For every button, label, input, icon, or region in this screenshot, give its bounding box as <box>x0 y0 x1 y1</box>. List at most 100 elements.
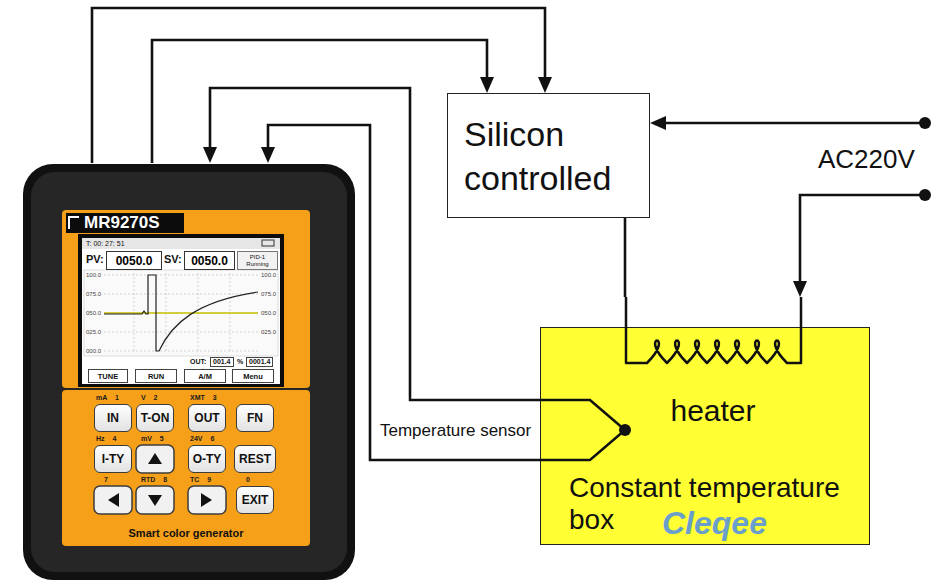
node-text: OUT <box>194 411 219 425</box>
label-holder: 100.0 <box>86 272 101 279</box>
brand-tab <box>66 213 184 233</box>
arrow-head <box>261 147 275 163</box>
output-value: 001.4 <box>210 357 234 367</box>
terminal-dot <box>919 189 931 201</box>
wire-line <box>666 122 925 125</box>
wire-connector <box>793 195 925 297</box>
key-button: OUT <box>188 404 226 432</box>
node-text: Temperature sensor <box>380 420 531 442</box>
terminal-dot <box>919 117 931 129</box>
label-holder: RTD 8 <box>141 476 167 484</box>
label-holder: % <box>237 358 243 366</box>
wire-connector <box>650 116 925 130</box>
screen-panel <box>62 210 310 388</box>
heater-coil <box>626 297 801 363</box>
key-button: EXIT <box>236 486 274 514</box>
process-trace <box>104 275 258 351</box>
axis-value: 075.0 <box>86 291 101 298</box>
axis-value: 075.0 <box>261 291 276 298</box>
node-text: RUN <box>148 372 164 381</box>
node-text: A/M <box>198 372 212 381</box>
label-holder: mA 1 <box>96 394 119 402</box>
label-holder: V 2 <box>141 394 158 402</box>
up-key <box>136 445 174 473</box>
label-holder: 100.0 <box>261 272 276 279</box>
node-text: IN <box>107 411 119 425</box>
brand-icon <box>69 217 79 229</box>
field-label: OUT: <box>190 358 206 366</box>
status-bar <box>82 238 280 249</box>
key-button: REST <box>234 445 276 473</box>
key-button: T-ON <box>136 404 174 432</box>
chart-area <box>84 270 278 356</box>
unit-label: % <box>237 358 243 366</box>
arrow-head <box>480 77 494 93</box>
label-holder: 7 <box>104 476 108 484</box>
status-time: T: 00: 27: 51 <box>86 240 125 248</box>
softkey: RUN <box>135 369 177 383</box>
node-text: O-TY <box>193 452 222 466</box>
key-legend: TC 9 <box>190 476 211 484</box>
axis-value: 100.0 <box>261 272 276 279</box>
axis-value: 100.0 <box>86 272 101 279</box>
softkey: Menu <box>232 369 274 383</box>
axis-value: 050.0 <box>86 310 101 317</box>
label-holder: 0001.4 <box>246 357 273 367</box>
pid-status-box: PID-1Running <box>237 251 278 270</box>
meter-device: MR9270SSmart color generator0050.00050.0… <box>22 163 356 581</box>
node-text: T-ON <box>141 411 170 425</box>
label-holder: 000.0 <box>86 348 101 355</box>
thyristor-box: Silicon controlled <box>447 93 650 218</box>
node-text: PID-1 <box>250 254 265 261</box>
heater: heater <box>613 297 813 429</box>
node-text: 0050.0 <box>191 254 228 268</box>
arrow-head <box>793 281 807 297</box>
key-button: FN <box>236 404 274 432</box>
label-holder: Hz 4 <box>96 435 116 443</box>
key-legend: 7 <box>104 476 108 484</box>
right-key <box>188 486 226 514</box>
key-legend: RTD 8 <box>141 476 167 484</box>
axis-value: 025.0 <box>261 329 276 336</box>
housing-face <box>31 172 347 572</box>
node-text: REST <box>239 452 271 466</box>
label-holder: OUT: <box>190 358 206 366</box>
softkey: A/M <box>184 369 226 383</box>
left-arrow <box>108 493 119 507</box>
text-holder: Temperature sensor <box>380 420 531 442</box>
wire-line <box>152 40 487 163</box>
down-key <box>136 486 174 514</box>
right-arrow <box>201 493 212 507</box>
battery-icon <box>262 240 274 246</box>
key-button: O-TY <box>188 445 226 473</box>
down-arrow <box>148 495 162 506</box>
label-holder: SV: <box>164 253 182 266</box>
label-holder: 075.0 <box>86 291 101 298</box>
key-legend: 24V 6 <box>190 435 214 443</box>
chart-grid <box>104 273 258 353</box>
node-text: Menu <box>243 372 263 381</box>
grid-lines <box>104 275 258 351</box>
node-text: FN <box>247 411 263 425</box>
node-text: MR9270S <box>84 213 160 233</box>
node-text: Smart color generator <box>62 527 310 540</box>
key-legend: XMT 3 <box>190 394 217 402</box>
label-holder: 025.0 <box>86 329 101 336</box>
key-legend: Hz 4 <box>96 435 116 443</box>
key-legend: mV 5 <box>141 435 164 443</box>
node-text: EXIT <box>242 493 269 507</box>
label-holder: 24V 6 <box>190 435 214 443</box>
housing <box>23 164 355 580</box>
label-holder: 050.0 <box>261 310 276 317</box>
left-key <box>94 486 132 514</box>
watermark: Cleqee <box>662 505 767 541</box>
temperature-sensor: Temperature sensor <box>372 396 634 464</box>
label-holder: XMT 3 <box>190 394 217 402</box>
key-legend: V 2 <box>141 394 158 402</box>
key-button: I-TY <box>94 445 132 473</box>
node-text: heater <box>613 394 813 428</box>
label-holder: Cleqee <box>662 505 767 541</box>
axis-value: 000.0 <box>86 348 101 355</box>
text-holder: MR9270S <box>84 213 160 233</box>
